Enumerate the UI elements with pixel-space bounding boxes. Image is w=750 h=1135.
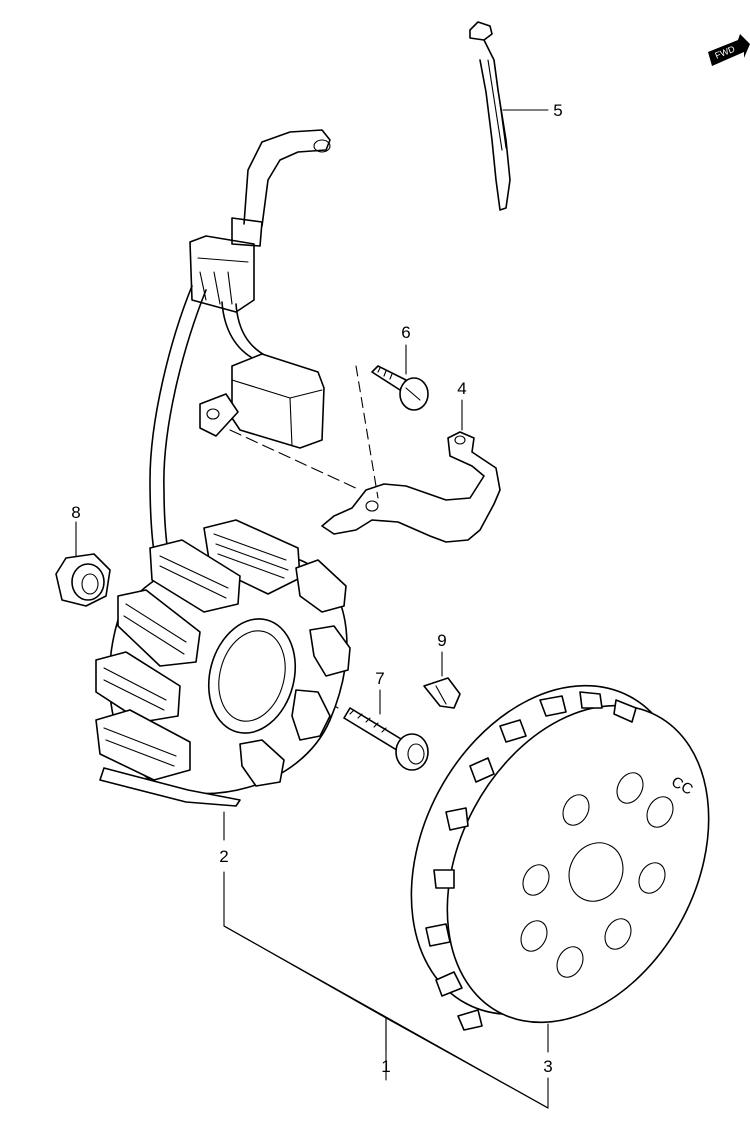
fwd-arrow-icon: FWD xyxy=(708,34,750,66)
callout-8: 8 xyxy=(71,503,80,522)
callout-3: 3 xyxy=(543,1057,552,1076)
wiring-harness-part xyxy=(149,129,331,585)
callout-labels: 1 2 3 4 5 6 7 8 9 xyxy=(71,101,562,1076)
stator-part xyxy=(95,519,351,927)
callout-2: 2 xyxy=(219,847,228,866)
screw-part xyxy=(371,344,429,411)
bolt-part xyxy=(343,689,429,771)
rotor-part: CC xyxy=(410,684,710,1109)
assembly-lines xyxy=(223,925,549,1109)
callout-5: 5 xyxy=(553,101,562,120)
rotor-holes xyxy=(520,772,674,978)
callout-7: 7 xyxy=(375,669,384,688)
callout-6: 6 xyxy=(401,323,410,342)
stator-windings xyxy=(95,519,351,807)
cable-tie-part xyxy=(469,21,549,211)
bracket-part xyxy=(321,399,501,543)
collar-part xyxy=(55,521,111,607)
callout-1: 1 xyxy=(381,1057,390,1076)
rotor-tabs xyxy=(425,691,637,1031)
key-part xyxy=(423,651,461,709)
callout-4: 4 xyxy=(457,379,466,398)
callout-9: 9 xyxy=(437,631,446,650)
